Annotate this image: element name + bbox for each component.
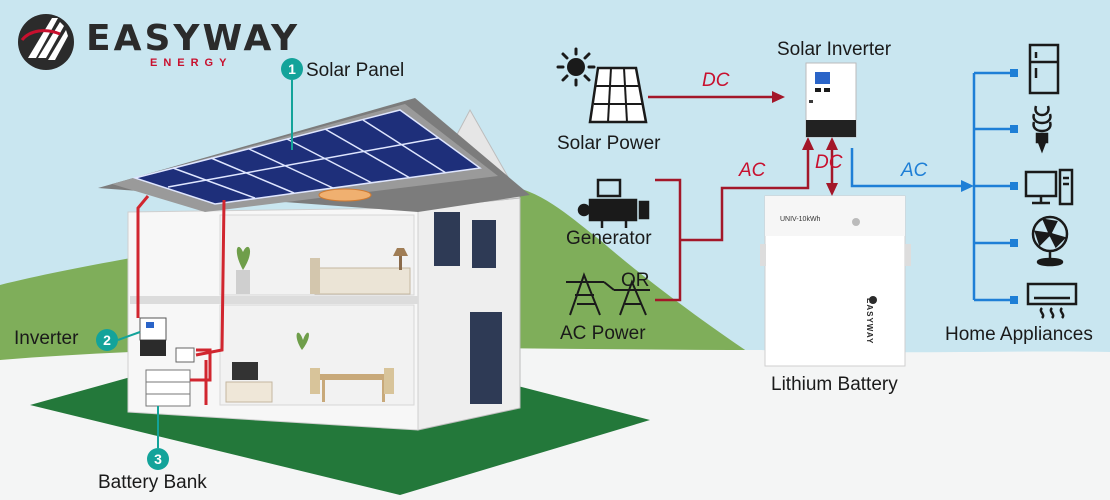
label-home-appliances: Home Appliances [945,324,1093,345]
ac-power-pylon-icon [566,272,650,316]
flow-ac-grid: AC [739,160,766,181]
badge-solar-panel: 1 [281,58,303,80]
badge-inverter: 2 [96,329,118,351]
house-inverter-icon [139,317,167,341]
flow-ac-out: AC [901,160,928,181]
label-battery-bank: Battery Bank [98,472,207,493]
label-inverter: Inverter [14,328,79,349]
label-solar-panel: Solar Panel [306,60,405,81]
house-side-wall [417,197,521,431]
house-illustration [30,98,650,495]
logo-emblem-icon [18,14,74,70]
generator-icon [577,178,650,228]
ac-out-arrow [850,148,962,188]
appliance-bus [972,71,1012,302]
fan-icon [1031,215,1069,267]
flow-dc-battery: DC [815,152,843,173]
lithium-battery-icon [760,195,911,367]
flow-dc-solar: DC [702,70,730,91]
house-battery-bank-icon [145,369,191,407]
ac-grid-line [680,148,810,242]
inverter-leader [117,331,141,341]
label-ac-power: AC Power [560,323,646,344]
solar-panel-array [132,109,482,205]
sun-icon [556,47,596,87]
air-conditioner-icon [1026,282,1078,319]
badge-battery-bank: 3 [147,448,169,470]
refrigerator-icon [1028,43,1060,95]
computer-icon [1024,168,1074,206]
brand-name: EASYWAY [86,18,301,59]
solar-inverter-icon [805,62,857,138]
label-solar-power: Solar Power [557,133,661,154]
label-lithium-battery: Lithium Battery [771,374,898,395]
battery-model-label: UNIV-10kWh [780,216,821,223]
light-bulb-icon [1032,105,1052,154]
battery-brand-label: EASYWAY [865,298,874,345]
solar-panel-icon [588,66,648,124]
label-solar-inverter: Solar Inverter [777,39,892,60]
brand-tagline: ENERGY [150,57,233,69]
label-or: OR [621,270,650,291]
label-generator: Generator [566,228,652,249]
